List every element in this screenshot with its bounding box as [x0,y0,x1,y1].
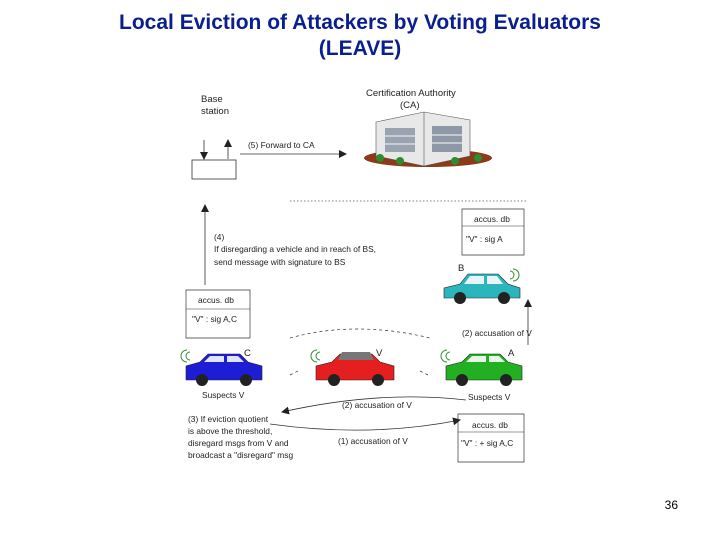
suspects-c-label: Suspects V [202,390,245,400]
db-b-entry: "V" : sig A [466,234,503,244]
step2-bottom-label: (2) accusation of V [342,400,412,410]
step3-line-3: disregard msgs from V and [188,438,289,448]
db-c-entry: "V" : sig A,C [192,314,237,324]
accus-db-a: accus. db "V" : + sig A,C [457,413,525,463]
accusation-c-to-a-arrow [269,417,461,431]
db-a-title: accus. db [472,420,508,430]
antenna-c-icon [180,349,191,363]
step1-label: (1) accusation of V [338,436,408,446]
vehicle-b: B [443,263,521,304]
db-b-title: accus. db [474,214,510,224]
antenna-v-icon [310,349,321,363]
ca-building-icon [364,111,492,167]
antenna-b-icon [509,268,520,282]
base-station-label-2: station [201,106,229,117]
step4-line-2: If disregarding a vehicle and in reach o… [214,244,376,254]
base-station-label-1: Base [201,94,223,105]
radio-wave-ticks [289,369,429,376]
vehicle-v-label: V [376,348,383,359]
vehicle-v: V [310,348,395,386]
slide-title: Local Eviction of Attackers by Voting Ev… [0,10,720,62]
db-c-title: accus. db [198,295,234,305]
vehicle-c-label: C [244,348,251,359]
db-a-entry: "V" : + sig A,C [461,438,513,448]
title-line-2: (LEAVE) [318,37,402,60]
step2-top-label: (2) accusation of V [462,328,532,338]
slide-number: 36 [664,498,678,512]
base-station-box [191,159,237,180]
step3-line-1: (3) If eviction quotient [188,414,269,424]
vehicle-c: C [180,348,263,386]
ca-label-2: (CA) [400,100,420,111]
vehicle-a-label: A [508,348,515,359]
step4-line-1: (4) [214,232,224,242]
step3-line-2: is above the threshold, [188,426,272,436]
certification-authority: Certification Authority (CA) [364,88,492,167]
vehicle-a: A [440,348,523,386]
radio-wave-top [289,328,431,339]
accus-db-b: accus. db "V" : sig A [461,208,525,256]
suspects-a-label: Suspects V [468,392,511,402]
title-line-1: Local Eviction of Attackers by Voting Ev… [119,11,601,34]
ca-label-1: Certification Authority [366,88,456,99]
step4-line-3: send message with signature to BS [214,257,346,267]
vehicle-b-label: B [458,263,464,274]
accus-db-c: accus. db "V" : sig A,C [185,289,251,339]
base-station: Base station [191,94,237,180]
accusation-a-to-c-arrow [281,396,467,415]
step3-line-4: broadcast a "disregard" msg [188,450,293,460]
step5-label: (5) Forward to CA [248,140,315,150]
antenna-a-icon [440,349,451,363]
